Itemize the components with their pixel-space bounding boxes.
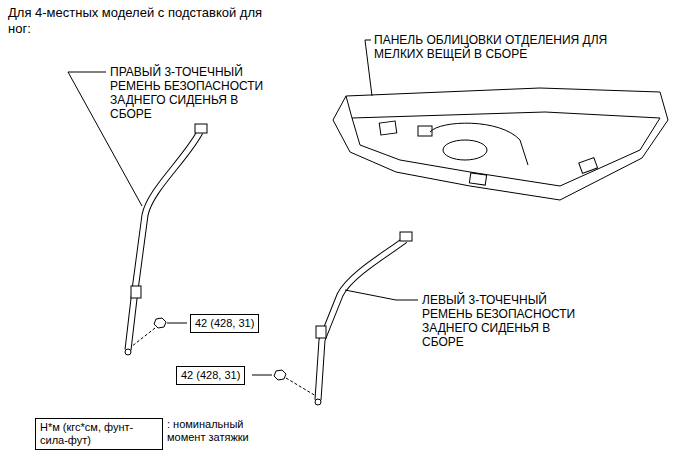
panel-recess	[443, 140, 487, 160]
belt-tongue	[131, 286, 141, 298]
part-label: ПРАВЫЙ 3-ТОЧЕЧНЫЙ РЕМЕНЬ БЕЗОПАСНОСТИ ЗА…	[110, 65, 282, 121]
panel-hole	[469, 173, 486, 185]
belt-end	[125, 349, 131, 355]
panel-recess	[430, 123, 528, 165]
leader-line	[345, 290, 396, 300]
torque-box: 42 (428, 31)	[176, 366, 245, 385]
torque-box: 42 (428, 31)	[190, 314, 259, 333]
parts-drawing	[68, 40, 668, 405]
belt-tongue	[316, 326, 326, 338]
belt-anchor	[195, 124, 207, 133]
bolt-axis	[131, 328, 155, 347]
part-label: ПАНЕЛЬ ОБЛИЦОВКИ ОТДЕЛЕНИЯ ДЛЯ МЕЛКИХ ВЕ…	[374, 33, 654, 61]
panel-hole	[418, 126, 432, 136]
panel-hole	[579, 158, 598, 174]
unit-legend: Н*м (кгс*см, фунт-сила-фут): номинальный…	[35, 418, 277, 450]
bolt-axis	[286, 378, 316, 396]
leader-line	[167, 323, 187, 324]
belt-end	[315, 399, 321, 405]
leader-line	[365, 40, 371, 41]
leader-line	[68, 72, 106, 73]
belt-anchor	[400, 232, 412, 241]
torque-value: 42 (428, 31)	[190, 314, 259, 333]
part-label: ЛЕВЫЙ 3-ТОЧЕЧНЫЙ РЕМЕНЬ БЕЗОПАСНОСТИ ЗАД…	[422, 293, 594, 349]
belt-strap	[318, 240, 405, 400]
panel-hole	[379, 121, 397, 135]
torque-value: 42 (428, 31)	[176, 366, 245, 385]
trim-panel	[333, 88, 668, 200]
leader-line	[365, 40, 372, 96]
title: Для 4-местных моделей с подставкой для н…	[8, 5, 270, 37]
panel-edge	[346, 96, 660, 118]
bolt	[274, 370, 286, 380]
panel-edge	[352, 118, 660, 186]
legend-text: : номинальный момент затяжки	[167, 418, 277, 444]
belt-strap	[318, 240, 405, 400]
leader-line	[252, 375, 272, 376]
bolt	[154, 318, 166, 328]
leader-line	[396, 300, 418, 301]
torque-value: Н*м (кгс*см, фунт-сила-фут)	[35, 418, 163, 450]
